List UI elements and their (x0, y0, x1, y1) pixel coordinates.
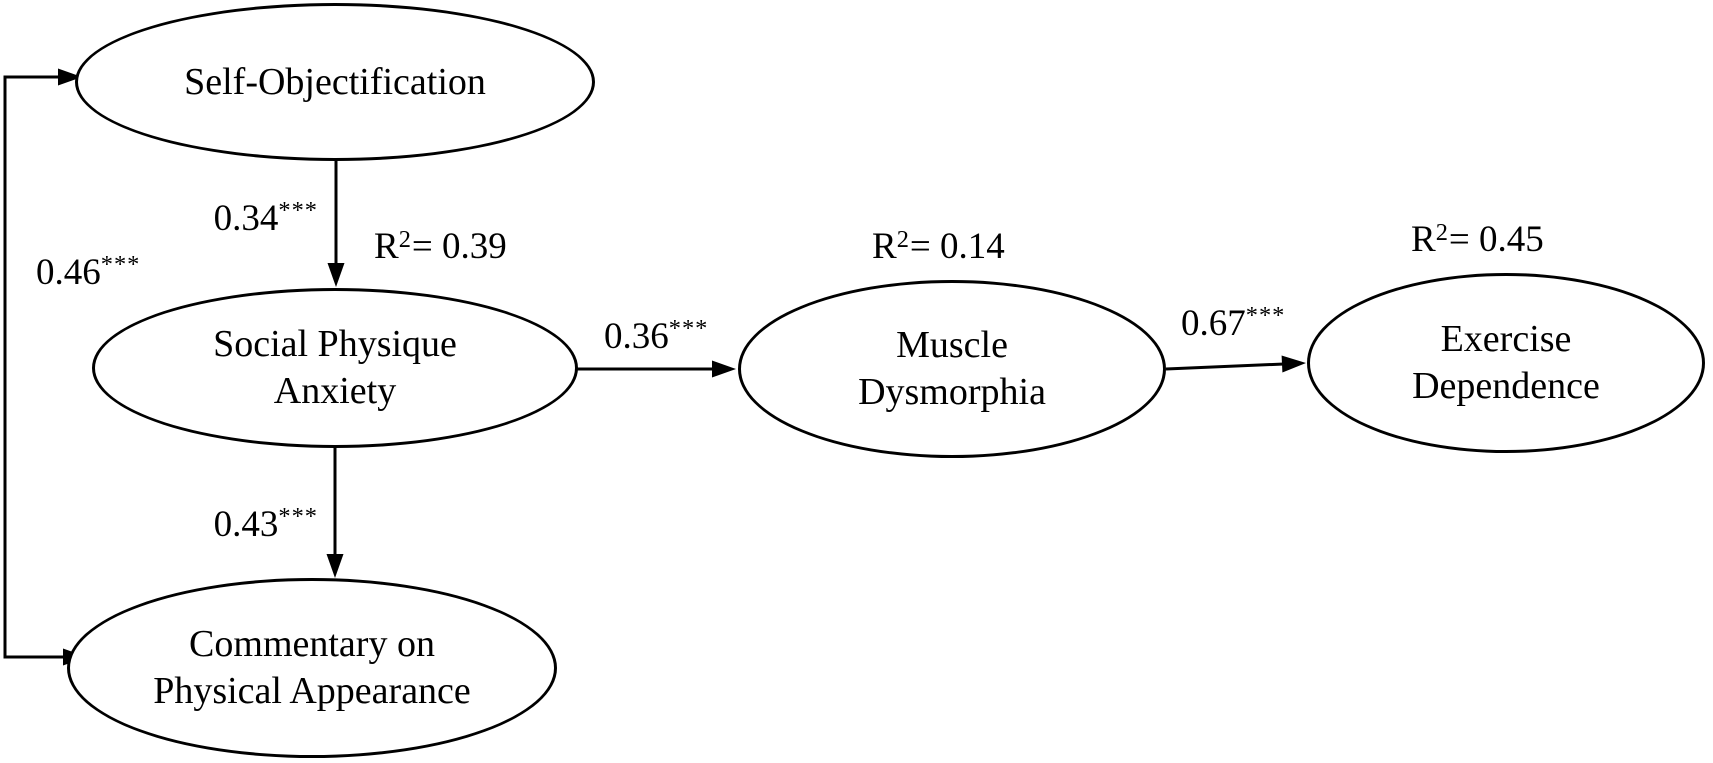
significance-stars: *** (668, 314, 709, 342)
significance-stars: *** (278, 502, 318, 530)
node-label-line1: Commentary on (189, 623, 435, 665)
arrowhead-md-to-ed-icon (1281, 355, 1306, 373)
r-exponent: 2 (1435, 219, 1449, 247)
r-value: = 0.45 (1448, 219, 1544, 260)
node-label-line2: Physical Appearance (153, 670, 471, 712)
coefficient-value: 0.43 (213, 504, 279, 545)
coefficient-value: 0.46 (36, 252, 101, 293)
r-squared-social-physique-anxiety: R2= 0.39 (374, 226, 507, 267)
coefficient-value: 0.34 (213, 198, 279, 239)
significance-stars: *** (1245, 301, 1286, 329)
coefficient-value: 0.36 (604, 316, 669, 357)
r-value: = 0.39 (411, 226, 507, 267)
coefficient-md-to-ed: 0.67*** (1181, 301, 1286, 344)
r-exponent: 2 (398, 226, 412, 254)
significance-stars: *** (100, 250, 141, 278)
node-commentary-physical-appearance: Commentary on Physical Appearance (67, 578, 557, 758)
coefficient-value: 0.67 (1181, 303, 1246, 344)
path-md-to-ed (1165, 362, 1285, 371)
significance-stars: *** (278, 196, 318, 224)
node-exercise-dependence: Exercise Dependence (1307, 273, 1705, 453)
coefficient-so-to-spa: 0.34*** (213, 196, 318, 239)
coefficient-spa-to-md: 0.36*** (604, 314, 709, 357)
r-squared-muscle-dysmorphia: R2= 0.14 (872, 226, 1005, 267)
node-label-line2: Dependence (1412, 365, 1600, 407)
node-self-objectification: Self-Objectification (75, 3, 595, 161)
r-symbol: R (1411, 219, 1436, 260)
node-muscle-dysmorphia: Muscle Dysmorphia (738, 280, 1166, 458)
r-value: = 0.14 (909, 226, 1005, 267)
covariance-arrowhead-top-icon (58, 68, 82, 86)
node-social-physique-anxiety: Social Physique Anxiety (92, 288, 578, 448)
r-squared-exercise-dependence: R2= 0.45 (1411, 219, 1544, 260)
node-label-line1: Exercise (1440, 318, 1572, 360)
coefficient-so-with-cpa: 0.46*** (36, 250, 141, 293)
r-symbol: R (374, 226, 399, 267)
node-label-line1: Muscle (896, 324, 1008, 366)
arrowhead-spa-to-cpa-icon (326, 554, 344, 578)
node-label-line2: Anxiety (273, 370, 397, 412)
node-label-line1: Social Physique (213, 323, 457, 365)
r-exponent: 2 (896, 226, 910, 254)
node-label: Self-Objectification (184, 60, 486, 103)
node-label-line2: Dysmorphia (858, 371, 1046, 413)
arrowhead-so-to-spa-icon (327, 263, 345, 287)
covariance-path (3, 75, 65, 659)
coefficient-spa-to-cpa: 0.43*** (213, 502, 318, 545)
r-symbol: R (872, 226, 897, 267)
arrowhead-spa-to-md-icon (712, 360, 736, 378)
